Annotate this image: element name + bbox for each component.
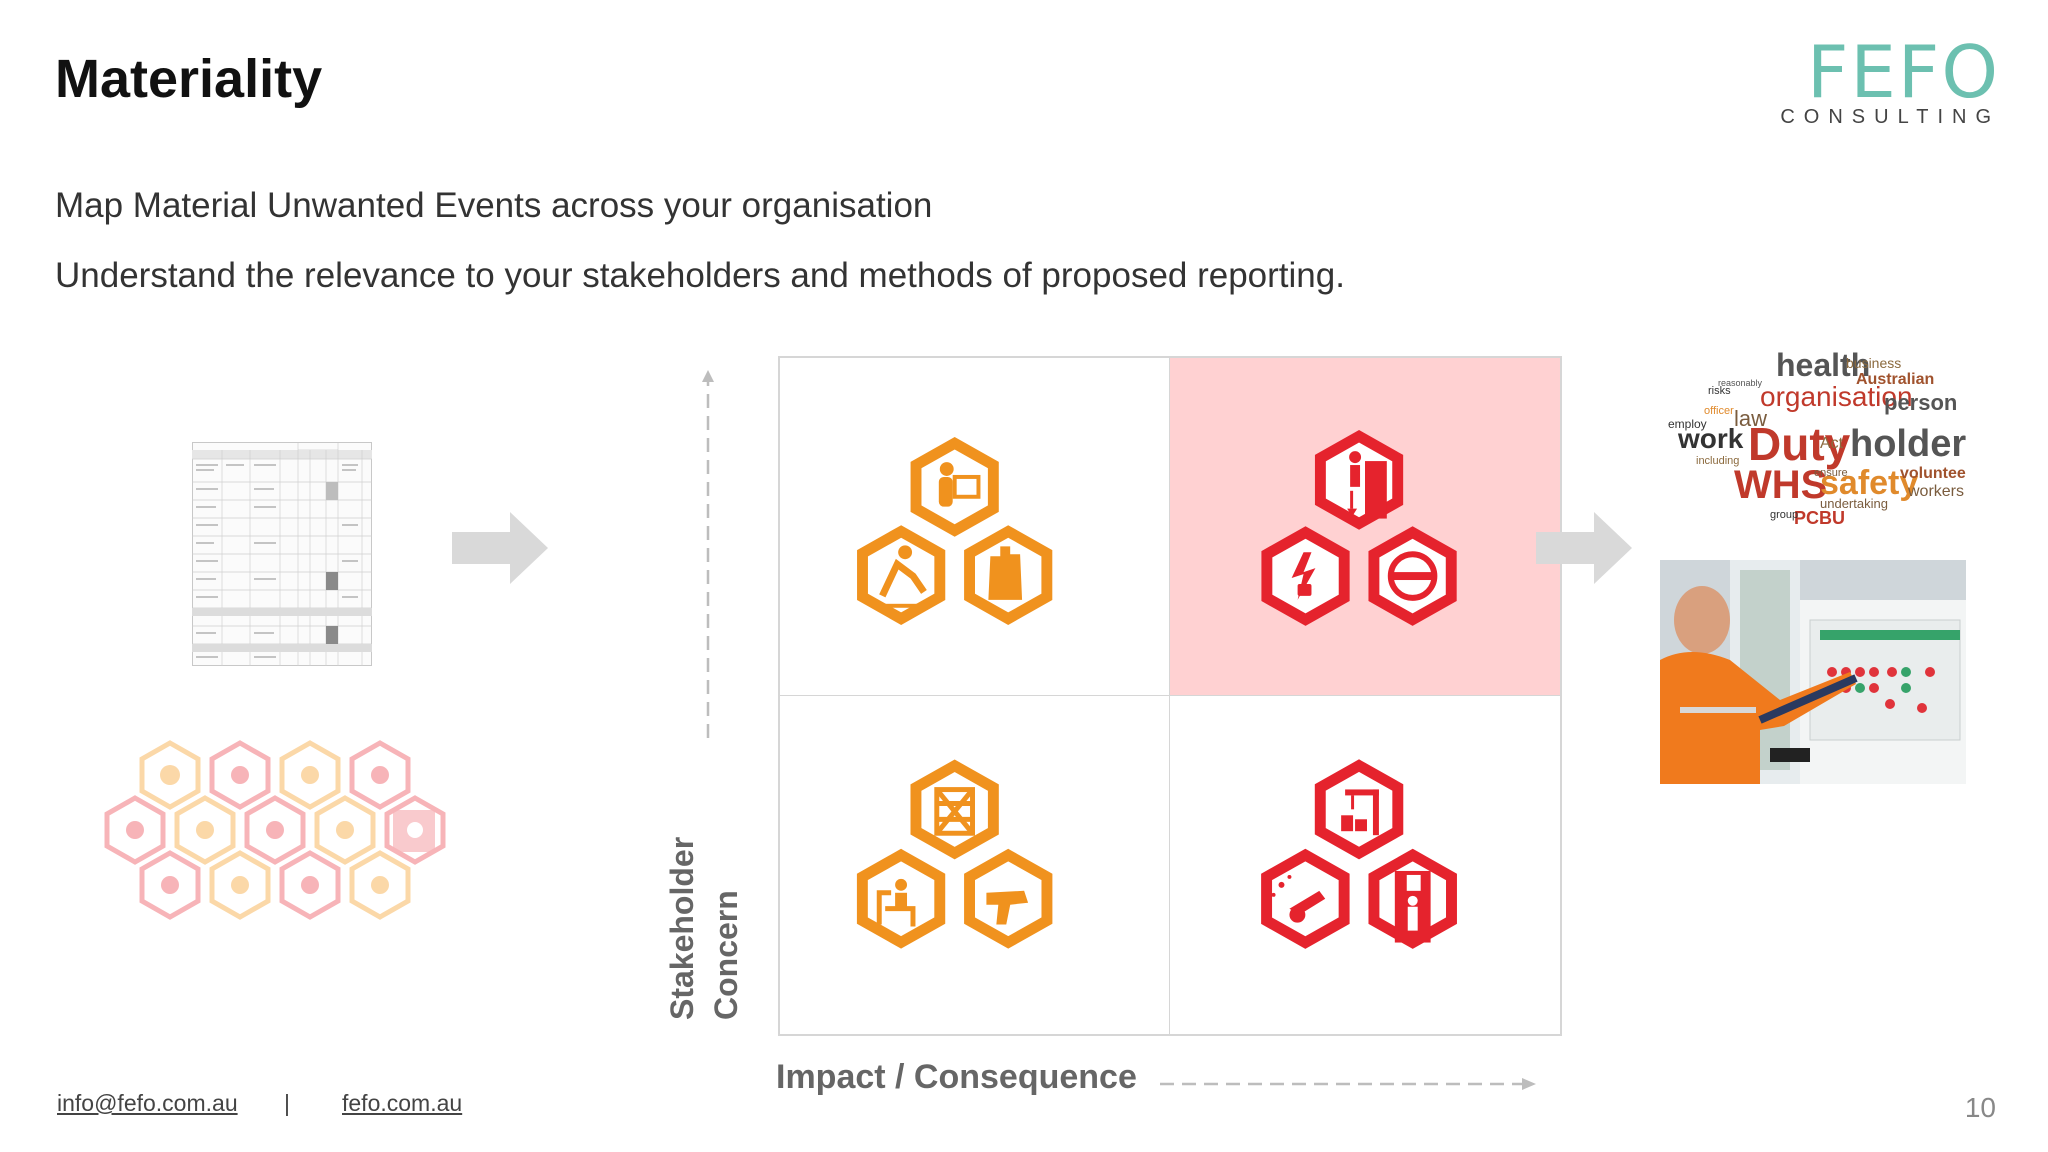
svg-text:employ: employ (1668, 417, 1707, 431)
flow-arrow-left (452, 512, 548, 584)
footer-website-link[interactable]: fefo.com.au (342, 1090, 463, 1116)
hazard-hexagon-group (100, 730, 460, 930)
body-line-2: Understand the relevance to your stakeho… (55, 256, 1345, 295)
quadrant-bottom-right (1170, 696, 1560, 1034)
x-axis-arrow (1160, 1078, 1536, 1090)
svg-text:Duty: Duty (1748, 418, 1851, 470)
y-axis-label-line-2: Concern (708, 890, 744, 1020)
quadrant-top-left (780, 358, 1170, 696)
footer-separator: | (284, 1090, 290, 1116)
svg-text:Australian: Australian (1856, 371, 1934, 388)
svg-text:Act: Act (1820, 435, 1844, 452)
svg-text:safety: safety (1820, 464, 1918, 502)
svg-text:volunteers: volunteers (1900, 465, 1966, 482)
svg-text:person: person (1884, 390, 1957, 415)
svg-text:including: including (1696, 455, 1739, 467)
svg-text:business: business (1846, 355, 1901, 371)
y-axis-label-line-1: Stakeholder (664, 836, 700, 1020)
y-axis-arrow (702, 370, 714, 738)
footer-email-link[interactable]: info@fefo.com.au (57, 1090, 238, 1116)
svg-text:law: law (1734, 406, 1767, 431)
svg-text:holders: holders (1850, 423, 1966, 465)
fefo-logo: FEFO CONSULTING (1780, 36, 2000, 129)
x-axis-label: Impact / Consequence (776, 1058, 1137, 1096)
quadrant-top-right (1170, 358, 1560, 696)
svg-text:group: group (1770, 509, 1798, 521)
logo-word: FEFO (1807, 30, 2000, 114)
worker-at-board-photo (1660, 560, 1966, 784)
risk-register-table-image (192, 442, 372, 666)
svg-text:PCBU: PCBU (1794, 508, 1845, 528)
flow-arrow-right (1536, 512, 1632, 584)
svg-text:officer: officer (1704, 405, 1734, 417)
word-cloud-word: health (1776, 348, 1870, 383)
materiality-matrix (778, 356, 1562, 1036)
svg-text:organisation: organisation (1760, 381, 1913, 412)
svg-text:WHS: WHS (1734, 463, 1827, 507)
quadrant-bottom-left (780, 696, 1170, 1034)
logo-subtitle: CONSULTING (1780, 106, 2000, 128)
svg-text:workers: workers (1907, 483, 1964, 500)
body-line-1: Map Material Unwanted Events across your… (55, 186, 933, 225)
slide-title: Materiality (55, 49, 323, 109)
svg-text:risks: risks (1708, 385, 1731, 397)
y-axis-label: Stakeholder Concern (660, 800, 748, 1020)
crane-lifting-icon (1314, 759, 1404, 860)
svg-text:ensure: ensure (1814, 467, 1848, 479)
slip-fall-icon (857, 525, 946, 625)
whs-word-cloud-image: health business Australian organisation … (1668, 348, 1966, 528)
explosion-icon (1261, 848, 1350, 949)
svg-text:undertaking: undertaking (1820, 496, 1888, 511)
svg-text:work: work (1677, 423, 1744, 454)
svg-text:reasonably: reasonably (1718, 378, 1763, 388)
page-number: 10 (1964, 1092, 1996, 1123)
